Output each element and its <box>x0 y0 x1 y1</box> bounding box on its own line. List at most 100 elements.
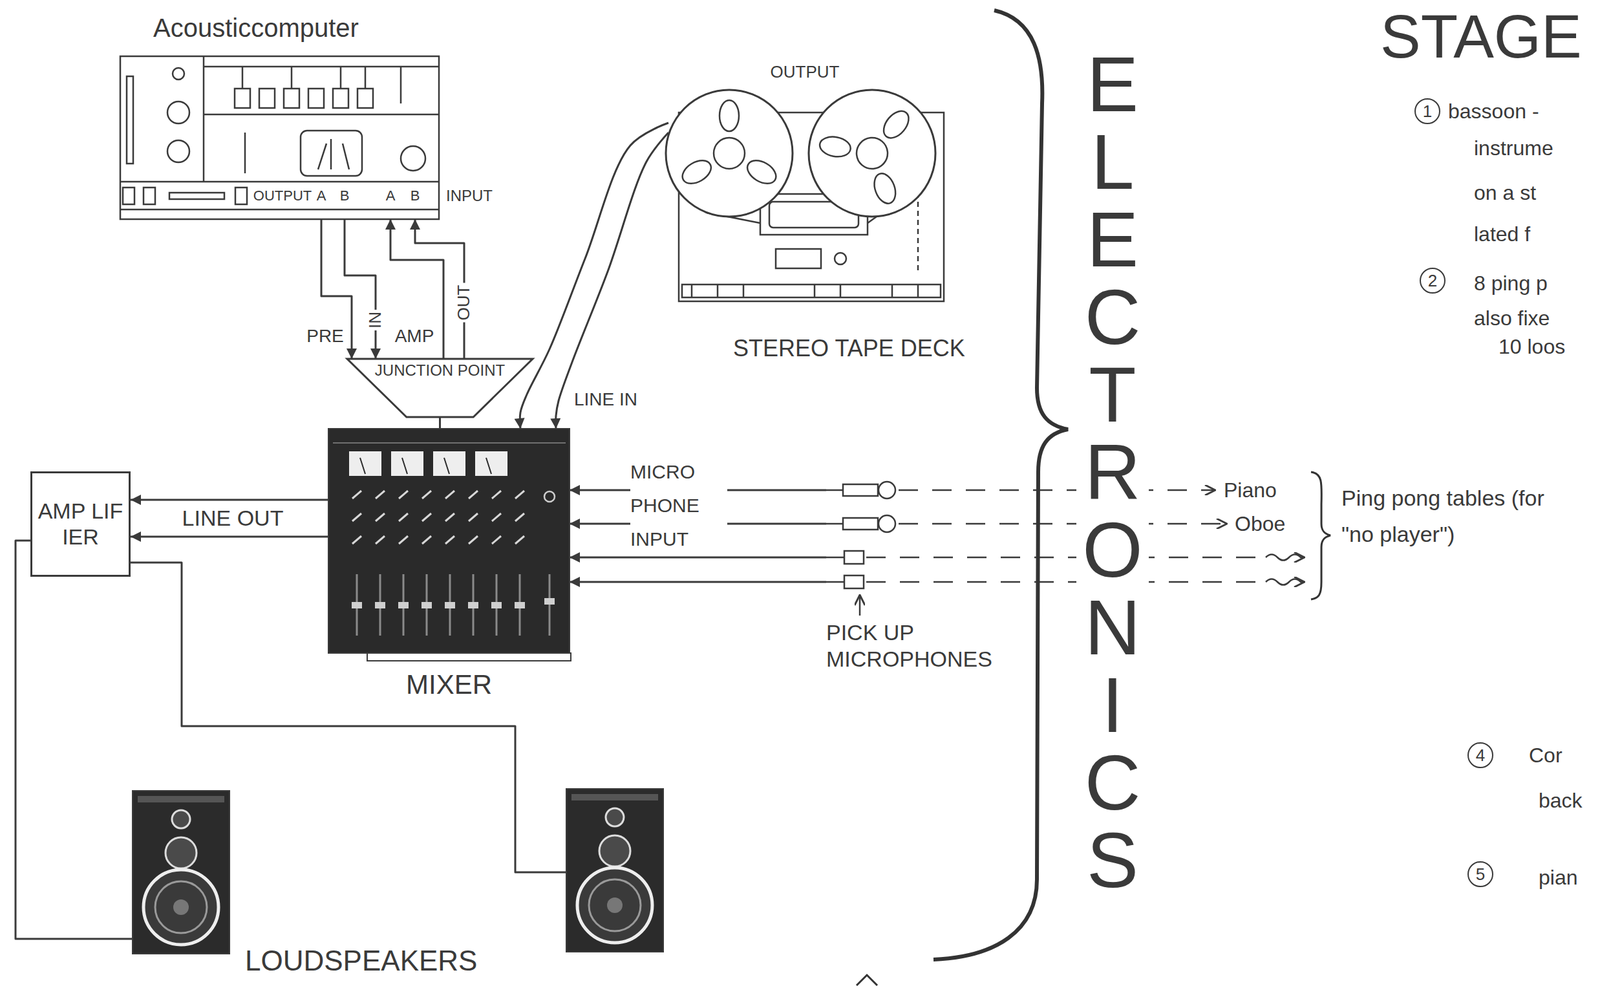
mixer-drawing <box>548 574 551 636</box>
mixer-drawing <box>328 428 571 661</box>
computer-drawing <box>120 181 439 210</box>
port-name: LINE IN <box>574 389 638 410</box>
mixer-drawing <box>514 490 525 636</box>
mixer-drawing <box>328 428 570 653</box>
device-title: MIXER <box>328 669 570 701</box>
computer-drawing <box>202 56 205 182</box>
section-title: STAGE <box>1380 1 1582 72</box>
computer-drawing <box>300 130 363 176</box>
computer-drawing <box>167 101 190 124</box>
port-name: B <box>410 187 421 204</box>
port-name: MICRO PHONE INPUT <box>630 455 728 556</box>
callout-number: 1 <box>1414 98 1441 125</box>
computer-drawing <box>234 88 251 108</box>
leader-line <box>898 522 1227 525</box>
loudspeaker-drawing <box>566 788 664 952</box>
tape-deck-drawing <box>810 80 946 213</box>
wire <box>519 122 669 429</box>
junction-point: JUNCTION POINT <box>347 358 533 417</box>
loudspeaker-drawing <box>132 788 664 954</box>
device-title: Acousticcomputer <box>153 12 359 43</box>
microphone-drawing <box>844 575 864 589</box>
microphone-drawing <box>859 594 862 616</box>
computer-drawing <box>308 88 324 108</box>
mixer-unit: MIXER <box>328 428 570 653</box>
mixer-drawing <box>367 652 571 661</box>
port-name: A <box>316 187 327 204</box>
wire <box>555 132 669 429</box>
signal-name: PRE <box>306 325 344 347</box>
wire <box>130 535 329 538</box>
computer-drawing <box>167 140 190 163</box>
microphone-drawing <box>826 490 845 582</box>
computer-drawing <box>169 192 225 200</box>
wire-group <box>15 122 827 939</box>
computer-drawing <box>283 88 300 108</box>
mixer-drawing <box>468 490 479 636</box>
computer-drawing <box>172 67 185 80</box>
device-title: PICK UP MICROPHONES <box>826 619 1008 673</box>
computer-drawing <box>120 56 439 220</box>
mixer-drawing <box>444 490 456 636</box>
wire <box>569 556 827 559</box>
section-title: ELECTRONICS <box>1076 45 1149 899</box>
mixer-drawing <box>398 490 409 636</box>
note-text: Ping pong tables (for "no player") <box>1341 479 1555 553</box>
edge-label: IN <box>365 309 386 331</box>
computer-drawing <box>203 66 439 115</box>
tape-deck-drawing <box>682 284 941 298</box>
mixer-drawing <box>544 491 555 502</box>
tape-deck-drawing <box>665 89 793 217</box>
bracket <box>856 974 878 986</box>
bracket <box>1311 471 1331 600</box>
wire <box>130 562 567 873</box>
device-title: LOUDSPEAKERS <box>245 944 478 978</box>
signal-name: AMP <box>394 325 435 347</box>
note-text: 10 loos <box>1498 334 1566 359</box>
microphone-drawing <box>878 515 896 533</box>
computer-drawing <box>400 146 426 171</box>
tape-deck-drawing <box>775 248 822 269</box>
wire <box>130 499 329 502</box>
mixer-drawing <box>360 457 492 474</box>
mixer-drawing <box>332 442 566 444</box>
microphone-drawing <box>826 481 896 616</box>
computer-drawing <box>244 132 247 174</box>
computer-drawing <box>259 88 275 108</box>
mixer-drawing <box>421 490 432 636</box>
computer-drawing <box>332 88 349 108</box>
bracket <box>933 10 1068 960</box>
callout-number: 2 <box>1419 267 1446 294</box>
device-title: STEREO TAPE DECK <box>733 334 966 362</box>
tape-deck: STEREO TAPE DECK <box>668 86 944 302</box>
note-text: pian <box>1538 865 1579 890</box>
note-text: on a st <box>1473 181 1536 205</box>
mixer-drawing <box>351 490 363 636</box>
tape-deck-drawing <box>691 284 918 298</box>
microphone-drawing <box>842 517 878 530</box>
microphone-drawing <box>842 484 878 496</box>
leader-line <box>898 489 1216 492</box>
microphone-drawing <box>844 550 864 564</box>
port-name: A <box>385 187 396 204</box>
note-text: Cor <box>1528 743 1563 768</box>
port-name: B <box>340 187 350 204</box>
mixer-drawing <box>544 597 555 605</box>
microphone-drawing <box>878 481 896 499</box>
instrument-name: Piano <box>1223 478 1277 503</box>
computer-drawing <box>318 138 350 170</box>
computer-drawing <box>143 187 156 205</box>
tape-deck-drawing <box>678 100 780 189</box>
computer-drawing <box>235 187 247 205</box>
note-text: back <box>1538 788 1583 813</box>
mixer-drawing <box>491 490 502 636</box>
port-name: OUTPUT <box>253 187 312 204</box>
wire <box>15 540 133 939</box>
note-text: lated f <box>1473 222 1531 247</box>
computer-drawing <box>126 76 134 164</box>
box-title: AMP LIF IER <box>32 498 129 549</box>
leader-line <box>1265 554 1305 561</box>
wire <box>569 581 827 584</box>
edge-label: LINE OUT <box>180 505 286 531</box>
